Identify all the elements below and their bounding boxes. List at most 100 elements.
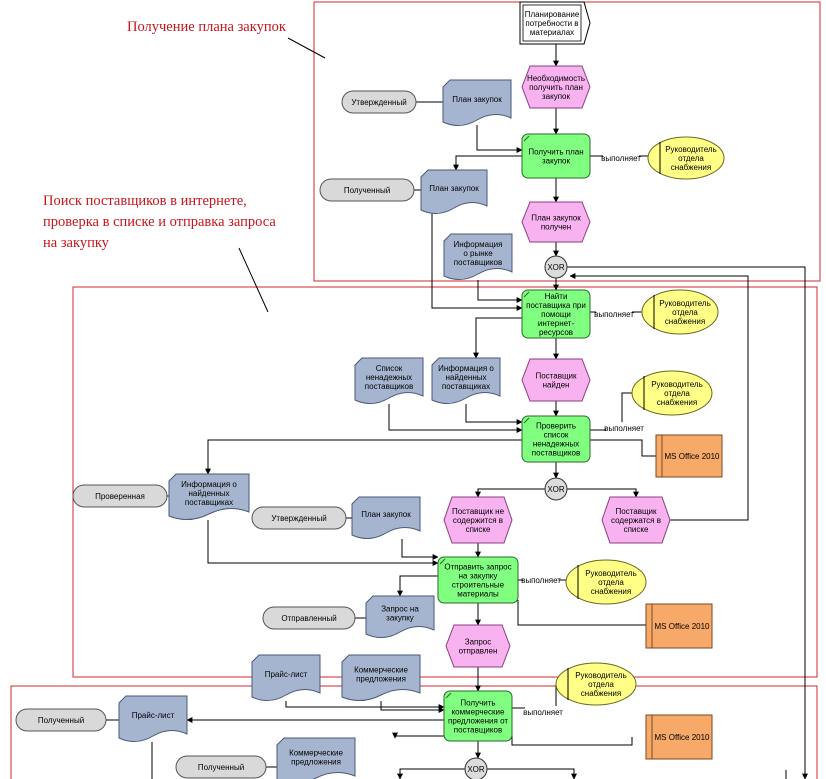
status-s4: Утвержденный [251,506,347,530]
function-marker [445,692,452,699]
document-shape [251,654,321,701]
status-s6: Полученный [15,708,107,732]
connector [512,684,557,709]
document-label: План закупок [429,184,479,193]
document-shape [420,169,488,214]
document-d2: План закупок [420,169,488,214]
event-shape [443,496,513,544]
connector [453,155,522,171]
group-frame [72,286,818,678]
connector [590,439,656,457]
connector [397,575,438,597]
document-d7: План закупок [351,496,421,539]
status-s1: Утвержденный [341,90,417,114]
software-label: MS Office 2010 [655,622,711,631]
leader-line [287,37,326,59]
status-shape [175,755,267,779]
connector [431,214,523,311]
document-shape [443,233,513,280]
document-label: Прайс-лист [132,711,175,720]
status-s5: Отправленный [262,606,356,630]
status-label: Утвержденный [271,514,326,523]
function-marker [439,558,446,565]
function-marker [523,291,530,298]
software-label: MS Office 2010 [655,733,711,742]
event-shape [601,496,671,544]
role-shape [647,136,725,180]
status-s7: Полученный [175,755,267,779]
xor-shape [464,757,488,779]
status-label: Отправленный [281,614,336,623]
document-d9: Прайс-лист [251,654,321,701]
function-shape [521,133,591,179]
connector [401,539,439,560]
process-interface-inner [522,4,582,42]
group-title: Поиск поставщиков в интернете,проверка в… [43,193,276,251]
function-shape [437,556,519,604]
software-shape [645,714,713,760]
xor-shape [544,477,568,501]
xor-operator: XOR [544,255,568,279]
connector [476,125,523,153]
process-interface-shape [519,1,591,45]
xor-label: XOR [547,263,565,272]
connector [475,488,545,498]
event-shape [521,65,591,109]
document-shape [431,357,501,404]
edge-label-performs: выполняет [601,154,641,163]
document-shape [351,496,421,539]
status-shape [15,708,107,732]
connector [477,280,523,303]
connector [285,701,445,710]
role-shape [641,289,719,335]
status-label: Проверенная [95,492,145,501]
connector [380,701,445,713]
software-sw3: MS Office 2010 [645,714,713,760]
function-shape [443,690,513,742]
document-shape [341,654,421,701]
xor-label: XOR [547,485,565,494]
edge-label-bg [606,422,642,432]
connector [517,600,646,626]
connector [397,768,465,779]
status-label: Полученный [344,186,390,195]
connector [567,266,808,779]
document-label: Прайс-лист [265,670,308,679]
software-sw2: MS Office 2010 [645,603,713,649]
leader-line [238,247,269,313]
document-shape [442,79,512,126]
document-shape [354,357,424,404]
status-s2: Полученный [319,178,415,202]
edge-label-performs: выполняет [521,576,561,585]
role-shape [565,559,647,605]
